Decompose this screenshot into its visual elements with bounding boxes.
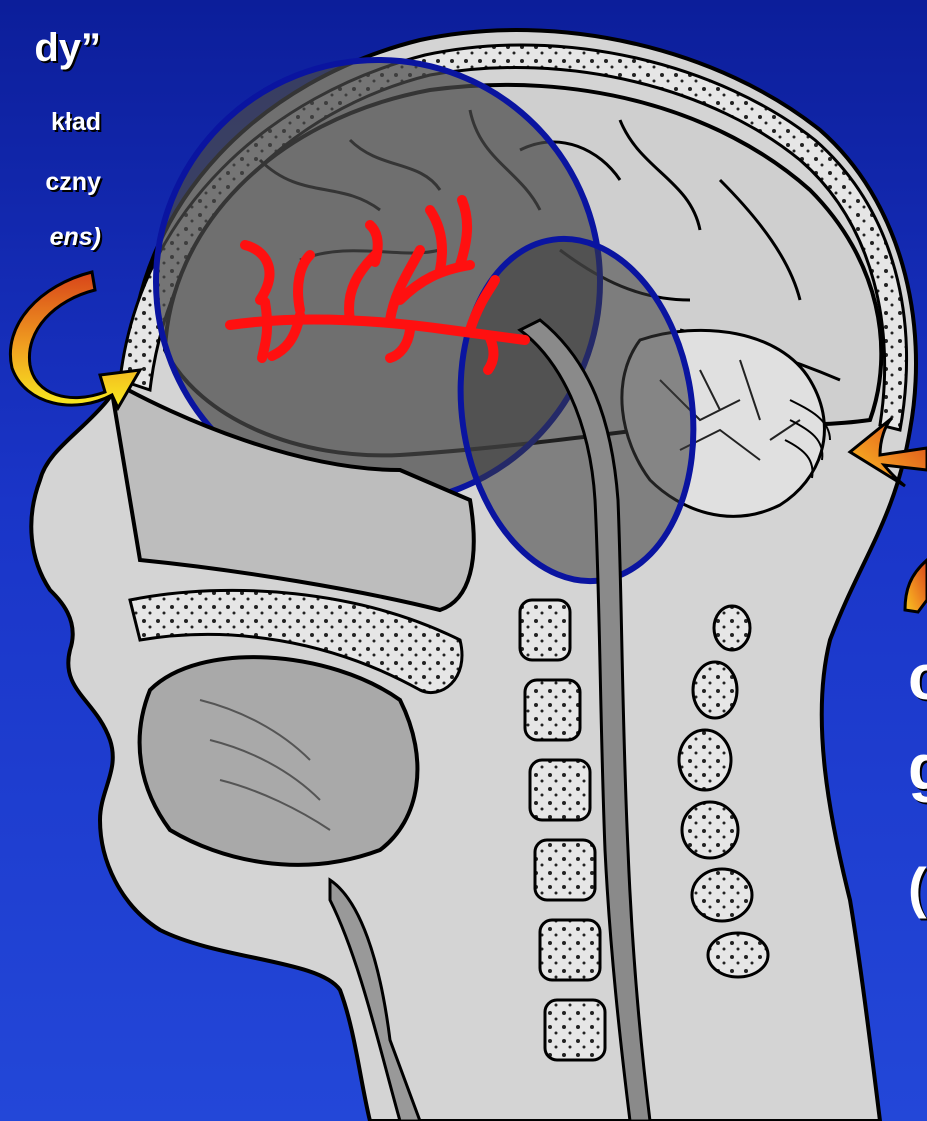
right-label-line-1: c	[908, 640, 927, 714]
right-label-line-3: (	[908, 855, 927, 920]
right-arrow-lower-icon	[905, 560, 927, 612]
right-label-line-2: g	[908, 730, 927, 804]
left-curved-arrow-icon	[10, 272, 140, 408]
